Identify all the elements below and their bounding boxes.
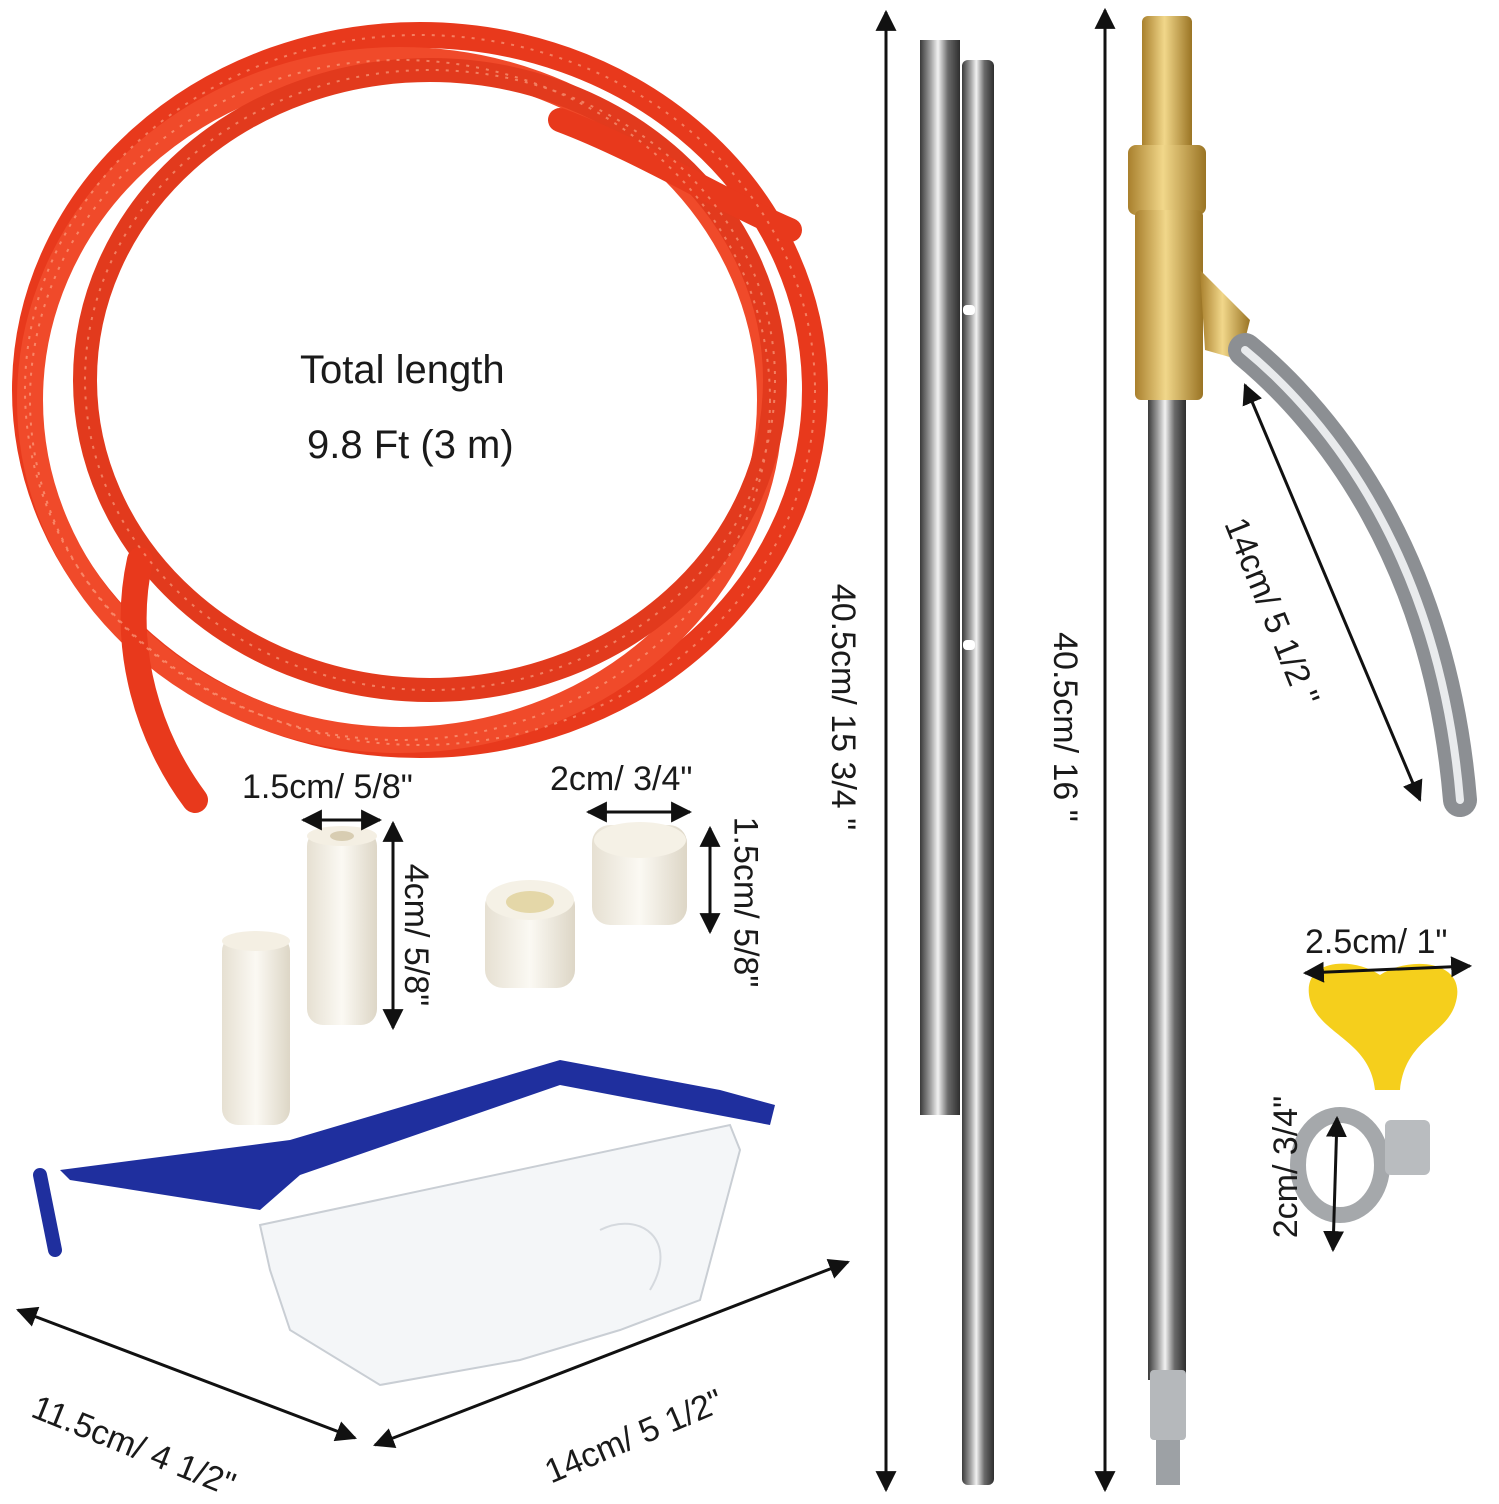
short-nozzle-width-label: 2cm/ 3/4" xyxy=(550,760,693,798)
tall-nozzle-width-label: 1.5cm/ 5/8" xyxy=(242,768,413,806)
hose-length-value: 9.8 Ft (3 m) xyxy=(307,423,514,467)
safety-glasses xyxy=(33,1060,775,1387)
hose-clamp xyxy=(1290,963,1458,1223)
split-rod xyxy=(920,40,994,1485)
ceramic-nozzle-short xyxy=(485,822,687,988)
hose-coil xyxy=(12,22,828,813)
clamp-width-label: 2.5cm/ 1" xyxy=(1305,923,1448,961)
short-nozzle-height-label: 1.5cm/ 5/8" xyxy=(726,816,765,988)
wand-rod xyxy=(1128,16,1477,1485)
hose-length-title: Total length xyxy=(300,348,505,392)
wand-length-label: 40.5cm/ 16 " xyxy=(1045,632,1084,822)
ceramic-nozzle-tall xyxy=(222,826,377,1125)
tall-nozzle-height-label: 4cm/ 5/8" xyxy=(397,863,436,1007)
split-rod-length-label: 40.5cm/ 15 3/4 " xyxy=(824,583,863,831)
clamp-height-label: 2cm/ 3/4" xyxy=(1267,1095,1306,1239)
